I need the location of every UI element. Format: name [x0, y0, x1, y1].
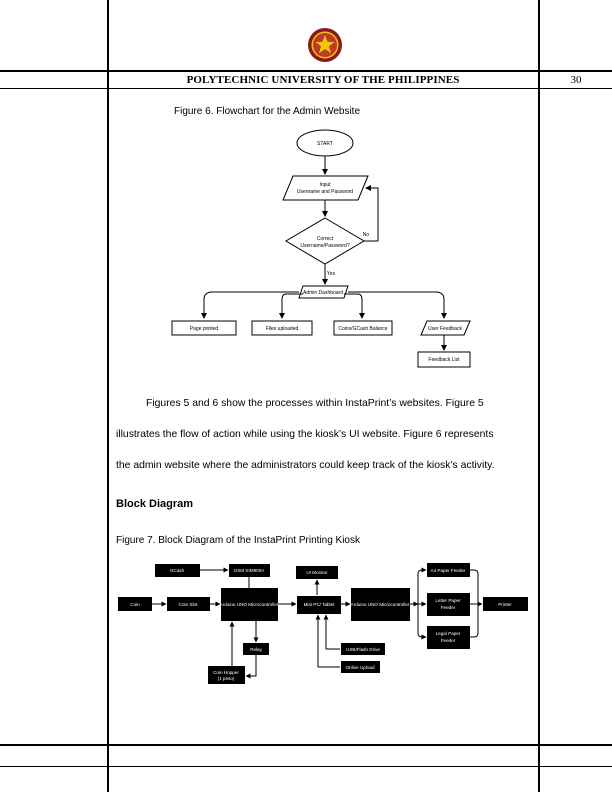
hopper-label-1: Coin Hopper	[213, 670, 239, 675]
files-uploaded-label: Files uploaded	[266, 326, 299, 332]
branch-coins	[344, 293, 365, 319]
coins-balance-box	[333, 320, 393, 336]
letter-label-1: Letter Paper	[435, 598, 461, 603]
online-label: Online Upload	[345, 665, 375, 670]
branch-right	[348, 291, 447, 319]
coins-balance-label: Coins/GCash Balance	[338, 326, 387, 332]
branch-legal	[417, 604, 427, 640]
paragraph-line-1: Figures 5 and 6 show the processes withi…	[146, 398, 484, 409]
a4-block	[427, 563, 470, 577]
institution-name: POLYTECHNIC UNIVERSITY OF THE PHILIPPINE…	[186, 74, 460, 86]
pup-seal-icon	[308, 28, 342, 62]
letter-block	[427, 593, 470, 616]
branch-left	[201, 291, 299, 319]
online-connector	[315, 614, 340, 668]
user-feedback-label: User Feedback	[428, 326, 462, 332]
hopper-feedback	[222, 621, 235, 669]
usb-connector	[323, 614, 340, 650]
online-block	[341, 661, 380, 673]
feedback-list-box	[417, 351, 471, 368]
usb-block	[341, 643, 385, 655]
tablet-block	[297, 596, 341, 614]
ui-monitor-block	[296, 566, 338, 579]
printer-block	[483, 597, 528, 611]
merge-a4	[470, 569, 479, 604]
figure7-caption: Figure 7. Block Diagram of the InstaPrin…	[116, 535, 360, 546]
decision-label-1: Correct	[317, 236, 334, 242]
coin-slot-label: Coin Slot	[179, 602, 198, 607]
tablet-label: Mini PC/ Tablet	[304, 602, 336, 607]
gsm-block	[229, 564, 270, 577]
yes-label: Yes	[327, 271, 336, 277]
coin-block	[118, 597, 152, 611]
arduino2-block	[351, 588, 410, 621]
left-margin-rule	[107, 0, 109, 792]
files-uploaded-box	[251, 320, 313, 336]
relay-block	[243, 643, 269, 655]
header-bottom-rule	[0, 88, 612, 89]
start-label: START	[317, 141, 333, 147]
gsm-label: GSM SIM900A	[234, 568, 266, 573]
gcash-block	[155, 564, 200, 577]
feedback-list-label: Feedback List	[428, 357, 460, 363]
paragraph-line-2: illustrates the flow of action while usi…	[116, 429, 494, 440]
a4-label: A4 Paper Feeder	[431, 568, 466, 573]
arduino1-block	[221, 588, 278, 621]
arduino2-label: Arduino UNO Microcontroller	[351, 602, 410, 607]
usb-label: USB/Flash Drive	[346, 647, 380, 652]
gcash-label: GCash	[170, 568, 185, 573]
hopper-block	[208, 666, 245, 684]
relay-to-hopper	[245, 655, 257, 679]
seal-star	[313, 33, 337, 55]
section-heading: Block Diagram	[116, 498, 194, 510]
printer-label: Printer	[498, 602, 512, 607]
branch-a4	[417, 567, 427, 604]
dashboard-label: Admin Dashboard	[303, 290, 343, 296]
branch-files	[279, 293, 303, 319]
right-margin-rule	[538, 0, 540, 792]
coin-slot-block	[167, 597, 210, 611]
pages-printed-box	[171, 320, 237, 336]
pages-printed-label: Page printed	[190, 326, 219, 332]
hopper-label-2: (1 peso)	[218, 676, 235, 681]
footer-top-rule	[0, 744, 612, 746]
legal-block	[427, 626, 470, 649]
input-parallelogram	[282, 175, 369, 201]
decision-label-2: Username/Password?	[300, 243, 349, 249]
legal-label-2: Feeder	[441, 638, 456, 643]
relay-label: Relay	[250, 647, 262, 652]
arduino1-label: Arduino UNO Microcontroller	[220, 602, 279, 607]
input-label-2: Username and Password	[297, 189, 353, 195]
coin-label: Coin	[130, 602, 140, 607]
no-label: No	[363, 232, 370, 238]
merge-legal	[470, 604, 479, 638]
footer-bottom-rule	[0, 766, 612, 767]
user-feedback-parallelogram	[420, 320, 471, 336]
page-number: 30	[570, 74, 582, 86]
input-label-1: Input	[319, 182, 331, 188]
ui-monitor-label: UI Monitor	[306, 570, 328, 575]
header-top-rule	[0, 70, 612, 72]
no-loop-connector	[364, 185, 379, 242]
figure6-caption: Figure 6. Flowchart for the Admin Websit…	[174, 106, 361, 117]
legal-label-1: Legal Paper	[436, 631, 461, 636]
paragraph-line-3: the admin website where the administrato…	[116, 460, 495, 471]
letter-label-2: Feeder	[441, 605, 456, 610]
